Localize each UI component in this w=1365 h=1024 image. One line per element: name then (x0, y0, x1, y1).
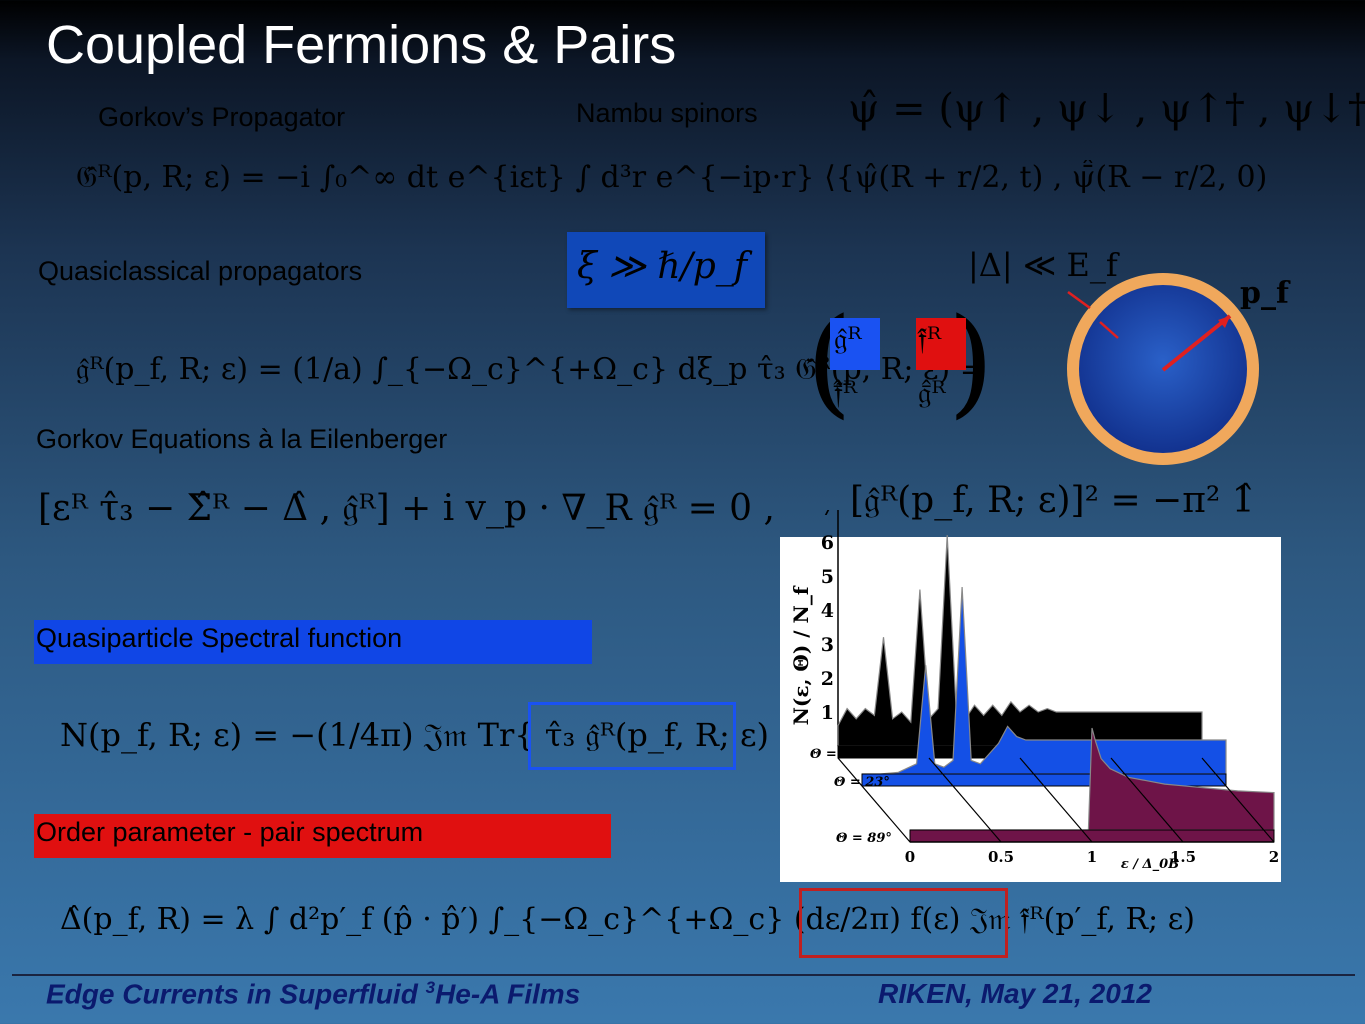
xi-condition-box: ξ ≫ ℏ/p_f (567, 232, 765, 308)
matrix-g-highlight (830, 318, 880, 370)
spectral-function-label: Quasiparticle Spectral function (34, 620, 592, 664)
gorkov-eilenberger-label: Gorkov Equations à la Eilenberger (36, 424, 448, 454)
footer-left-sup: 3 (425, 978, 436, 997)
chart-x-tick-label: 1 (1087, 848, 1097, 866)
pf-label: p_f (1240, 276, 1289, 311)
chart-series-label: Θ = 1° (810, 747, 857, 762)
xi-condition: ξ ≫ ℏ/p_f (577, 246, 748, 287)
footer-left: Edge Currents in Superfluid 3He-A Films (46, 978, 580, 1010)
chart-y-tick-label: 5 (821, 566, 834, 588)
chart-y-tick-label: 2 (821, 668, 834, 690)
footer-left-pre: Edge Currents in Superfluid (46, 978, 426, 1010)
slide-title: Coupled Fermions & Pairs (46, 15, 677, 75)
chart-x-tick-label: 0.5 (988, 848, 1014, 866)
pf-arrow-head (1218, 316, 1230, 328)
matrix-f-highlight (916, 318, 966, 370)
order-parameter-label: Order parameter - pair spectrum (34, 814, 611, 858)
chart-depth-line (1110, 757, 1184, 843)
spectral-highlight-box (528, 702, 736, 770)
chart-depth-line (837, 757, 911, 843)
quasiclassical-label: Quasiclassical propagators (38, 256, 363, 286)
nambu-spinors-label: Nambu spinors (576, 98, 758, 128)
chart-series-label: Θ = 23° (834, 775, 890, 790)
spectral-chart: N(ε, Θ) / N_f ε / Δ_0B 1 2 3 4 5 6 7 Θ = 1° Θ = … (789, 510, 1279, 872)
chart-y-tick-label: 3 (821, 634, 834, 656)
matrix-gbar: 𝔤̄̂ᴿ (918, 376, 946, 411)
gap-highlight-box (799, 888, 1008, 958)
chart-y-tick-label: 4 (821, 600, 834, 622)
chart-ylabel: N(ε, Θ) / N_f (789, 585, 813, 725)
chart-y-tick-label: 7 (821, 510, 834, 520)
matrix-g: 𝔤̂ᴿ (834, 322, 862, 357)
spectral-equation: N(p_f, R; ε) = −(1/4π) 𝔍𝔪 Tr{ τ̂₃ 𝔤̂ᴿ(p_… (60, 716, 800, 754)
chart-x-tick-label: 2 (1269, 848, 1279, 866)
shell-arrow-outer (1067, 290, 1091, 310)
chart-series-slab (909, 829, 1275, 843)
chart-y-tick-label: 1 (821, 702, 834, 724)
chart-xlabel: ε / Δ_0B (1121, 857, 1179, 872)
chart-depth-line (928, 757, 1002, 843)
gorkov-propagator-label: Gorkov’s Propagator (98, 102, 346, 132)
fermi-sphere-diagram (1067, 273, 1259, 465)
chart-depth-line (1201, 757, 1275, 843)
chart-depth-line (1019, 757, 1093, 843)
delta-condition: |Δ| ≪ E_f (968, 246, 1118, 284)
nambu-equation: ψ̂ = (ψ↑ , ψ↓ , ψ↑† , ψ↓†) (848, 86, 1365, 132)
gap-equation: Δ̂(p_f, R) = λ ∫ d²p′_f (p̂ · p̂′) ∫_{−Ω… (60, 902, 1195, 937)
chart-series-label: Θ = 89° (836, 831, 892, 846)
chart-x-tick-label: 1.5 (1170, 848, 1196, 866)
pf-arrow (1161, 314, 1232, 372)
gorkov-equation: 𝔊̂ᴿ(p, R; ε) = −i ∫₀^∞ dt e^{iεt} ∫ d³r … (76, 160, 1266, 195)
chart-x-tick-label: 0 (905, 848, 915, 866)
chart-series-fill (837, 535, 1203, 747)
matrix-fbar: 𝔣̄̂ᴿ (834, 376, 858, 411)
matrix-f: 𝔣̂ᴿ (918, 322, 942, 357)
footer-right: RIKEN, May 21, 2012 (878, 978, 1152, 1009)
normalization-equation: [𝔤̂ᴿ(p_f, R; ε)]² = −π² 1̂ (850, 480, 1255, 521)
shell-arrow-inner (1099, 321, 1119, 339)
eilenberger-equation: [εᴿ τ̂₃ − Σ̂ᴿ − Δ̂ , 𝔤̂ᴿ] + i v_p · ∇_R … (38, 488, 775, 529)
footer-left-post: He-A Films (435, 978, 581, 1010)
footer-divider (12, 974, 1355, 976)
chart-y-tick-label: 6 (821, 532, 834, 554)
chart-series-fill (862, 586, 1227, 775)
